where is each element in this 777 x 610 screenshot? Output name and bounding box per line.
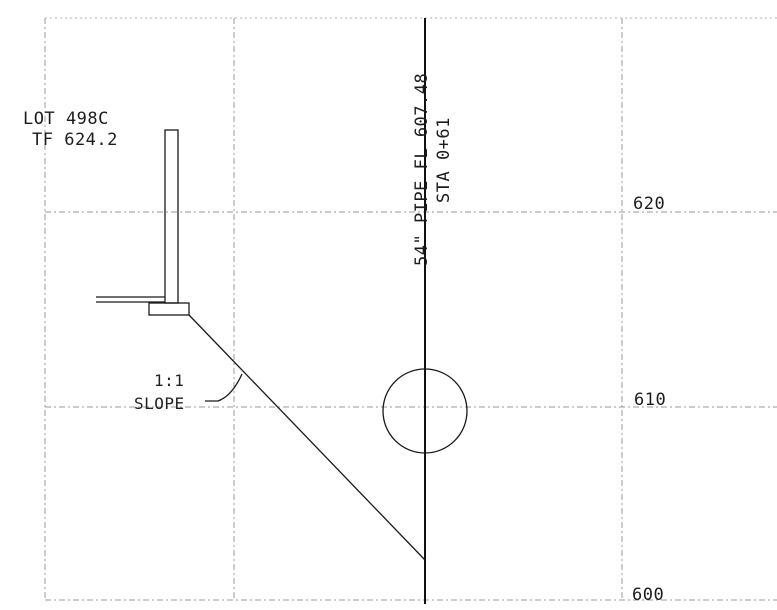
grid-horizontal-lines: [45, 17, 777, 601]
elevation-label-600: 600: [632, 585, 664, 605]
slope-leader: [205, 373, 243, 402]
slope-line: [188, 314, 426, 561]
pipe-circle: [382, 368, 468, 454]
lot-label: LOT 498C: [23, 109, 109, 129]
slope-label: SLOPE: [134, 394, 185, 413]
slope-ratio-label: 1:1: [154, 371, 184, 390]
grid-vertical-lines: [44, 18, 623, 600]
wall-stem: [164, 129, 179, 304]
station-label: STA 0+61: [434, 117, 454, 203]
ground-line: [96, 296, 165, 303]
pipe-label: 54" PIPE FL 607.48: [412, 73, 432, 266]
elevation-label-610: 610: [634, 390, 666, 410]
elevation-label-620: 620: [633, 194, 665, 214]
tf-label: TF 624.2: [32, 130, 118, 150]
wall-footing: [148, 302, 190, 316]
